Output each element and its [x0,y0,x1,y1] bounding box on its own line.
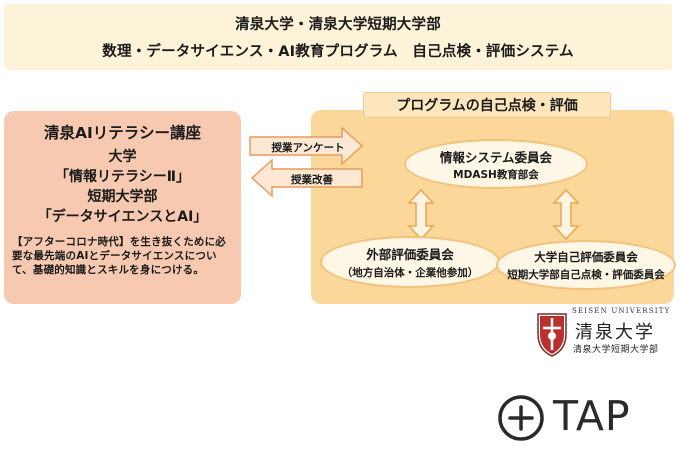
self-committee-oval: 大学自己評価委員会 短期大学部自己点検・評価委員会 [496,240,676,290]
logo-sub: 清泉大学短期大学部 [573,345,659,355]
survey-label: 授業アンケート [271,142,345,154]
logo-english: SEISEN UNIVERSITY [572,307,671,315]
external-committee-oval: 外部評価委員会 （地方自治体・企業他参加） [320,236,500,288]
tap-plus-icon[interactable] [496,393,546,443]
info-committee-oval: 情報システム委員会 MDASH教育部会 [404,139,588,189]
univ-course: 「情報リテラシーⅡ」 [55,169,190,185]
junior-label: 短期大学部 [87,189,158,205]
course-description: 【アフターコロナ時代】を生き抜くために必要な最先端のAIとデータサイエンスについ… [12,236,226,276]
junior-course: 「データサイエンスとAI」 [37,209,208,225]
logo-name: 清泉大学 [575,322,655,343]
info-committee-name: 情報システム委員会 [439,149,553,165]
crest-icon [537,313,567,357]
self-committee-name: 大学自己評価委員会 [534,249,638,264]
university-logo [537,313,567,357]
tap-label[interactable]: TAP [553,392,631,440]
external-committee-sub: （地方自治体・企業他参加） [341,267,479,279]
course-box: 清泉AIリテラシー講座 大学 「情報リテラシーⅡ」 短期大学部 「データサイエン… [4,111,241,304]
evaluation-title: プログラムの自己点検・評価 [363,92,611,118]
self-committee-sub: 短期大学部自己点検・評価委員会 [507,268,665,281]
course-title: 清泉AIリテラシー講座 [44,124,201,142]
info-committee-sub: MDASH教育部会 [453,168,539,181]
header-title-line1: 清泉大学・清泉大学短期大学部 [235,17,441,33]
header-title-line2: 数理・データサイエンス・AI教育プログラム 自己点検・評価システム [102,44,574,60]
header-banner: 清泉大学・清泉大学短期大学部 数理・データサイエンス・AI教育プログラム 自己点… [4,4,672,70]
univ-label: 大学 [108,149,137,165]
external-committee-name: 外部評価委員会 [366,247,454,262]
improvement-label: 授業改善 [291,174,333,186]
